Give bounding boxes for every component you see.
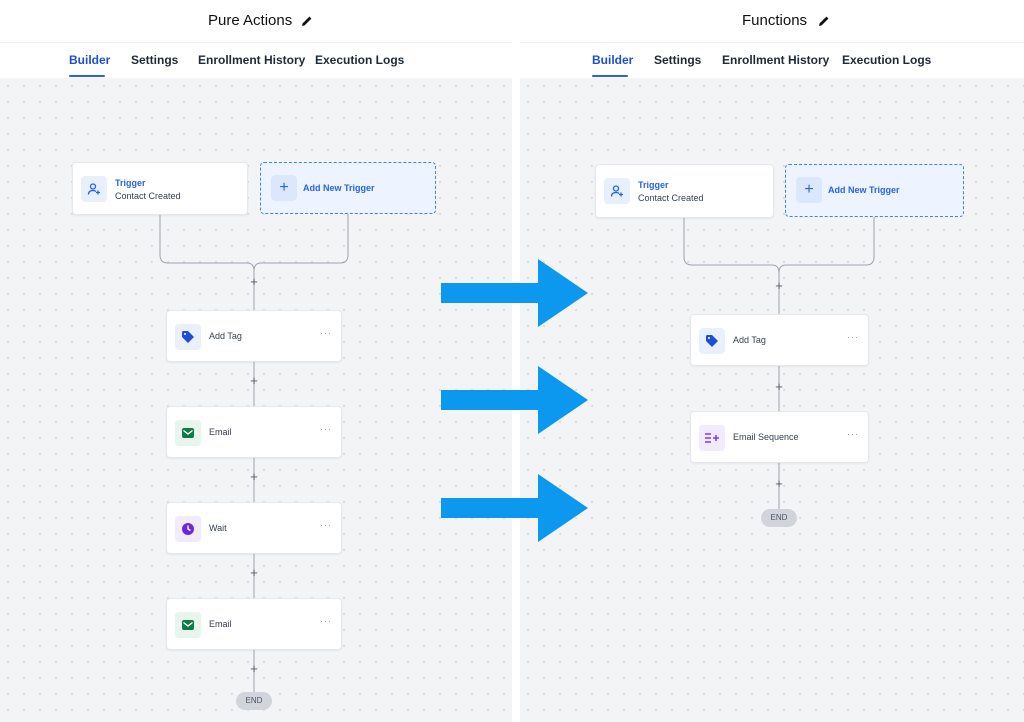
end-marker: END bbox=[761, 509, 797, 527]
connector-lines bbox=[683, 216, 875, 510]
trigger-subtitle: Contact Created bbox=[638, 193, 704, 203]
add-step-button[interactable]: + bbox=[250, 469, 258, 484]
tab-builder[interactable]: Builder bbox=[69, 53, 111, 67]
more-options-icon[interactable]: ··· bbox=[320, 328, 332, 338]
action-label: Email bbox=[209, 619, 232, 629]
left-workflow-panel: Pure Actions Builder Settings Enrollment… bbox=[0, 0, 512, 722]
plus-icon: + bbox=[271, 175, 297, 201]
title-bar: Pure Actions bbox=[0, 0, 512, 42]
add-step-button[interactable]: + bbox=[250, 373, 258, 388]
right-arrow-icon bbox=[441, 366, 588, 434]
action-card-add-tag[interactable]: Add Tag ··· bbox=[166, 310, 342, 362]
add-step-button[interactable]: + bbox=[775, 278, 783, 293]
more-options-icon[interactable]: ··· bbox=[320, 424, 332, 434]
clock-icon bbox=[175, 516, 201, 542]
trigger-card[interactable]: Trigger Contact Created bbox=[72, 162, 248, 215]
email-icon bbox=[175, 612, 201, 638]
action-label: Add Tag bbox=[209, 331, 242, 341]
add-step-button[interactable]: + bbox=[775, 476, 783, 491]
action-card-email[interactable]: Email ··· bbox=[166, 406, 342, 458]
add-new-trigger-button[interactable]: + Add New Trigger bbox=[260, 162, 436, 214]
add-new-trigger-button[interactable]: + Add New Trigger bbox=[785, 164, 964, 217]
action-label: Wait bbox=[209, 523, 227, 533]
trigger-title: Trigger bbox=[115, 178, 146, 188]
more-options-icon[interactable]: ··· bbox=[847, 332, 859, 342]
add-trigger-label: Add New Trigger bbox=[303, 183, 375, 193]
add-trigger-label: Add New Trigger bbox=[828, 185, 900, 195]
more-options-icon[interactable]: ··· bbox=[320, 616, 332, 626]
add-user-icon bbox=[81, 176, 107, 202]
action-card-email[interactable]: Email ··· bbox=[166, 598, 342, 650]
action-label: Add Tag bbox=[733, 335, 766, 345]
workflow-canvas[interactable]: Trigger Contact Created + Add New Trigge… bbox=[520, 78, 1024, 722]
action-card-wait[interactable]: Wait ··· bbox=[166, 502, 342, 554]
edit-pencil-icon[interactable] bbox=[301, 15, 313, 27]
more-options-icon[interactable]: ··· bbox=[847, 429, 859, 439]
active-tab-indicator bbox=[69, 75, 105, 77]
tab-bar: Builder Settings Enrollment History Exec… bbox=[520, 42, 1024, 79]
add-step-button[interactable]: + bbox=[250, 661, 258, 676]
action-label: Email Sequence bbox=[733, 432, 799, 442]
sequence-icon bbox=[699, 425, 725, 451]
tab-enrollment-history[interactable]: Enrollment History bbox=[722, 53, 830, 67]
tab-execution-logs[interactable]: Execution Logs bbox=[842, 53, 932, 67]
add-step-button[interactable]: + bbox=[250, 274, 258, 289]
right-workflow-panel: Functions Builder Settings Enrollment Hi… bbox=[520, 0, 1024, 722]
plus-icon: + bbox=[796, 177, 822, 203]
active-tab-indicator bbox=[592, 75, 628, 77]
add-user-icon bbox=[604, 178, 630, 204]
email-icon bbox=[175, 420, 201, 446]
tab-bar: Builder Settings Enrollment History Exec… bbox=[0, 42, 512, 79]
edit-pencil-icon[interactable] bbox=[818, 15, 830, 27]
right-arrow-icon bbox=[441, 259, 588, 327]
tag-icon bbox=[175, 324, 201, 350]
end-marker: END bbox=[236, 692, 272, 710]
tab-settings[interactable]: Settings bbox=[654, 53, 702, 67]
tab-builder[interactable]: Builder bbox=[592, 53, 634, 67]
connector-lines bbox=[159, 214, 349, 692]
trigger-subtitle: Contact Created bbox=[115, 191, 181, 201]
trigger-card[interactable]: Trigger Contact Created bbox=[595, 164, 774, 218]
action-label: Email bbox=[209, 427, 232, 437]
tab-enrollment-history[interactable]: Enrollment History bbox=[198, 53, 306, 67]
more-options-icon[interactable]: ··· bbox=[320, 520, 332, 530]
tab-execution-logs[interactable]: Execution Logs bbox=[315, 53, 405, 67]
title-bar: Functions bbox=[520, 0, 1024, 42]
workflow-canvas[interactable]: Trigger Contact Created + Add New Trigge… bbox=[0, 78, 512, 722]
action-card-add-tag[interactable]: Add Tag ··· bbox=[690, 314, 869, 366]
workflow-title: Functions bbox=[742, 12, 808, 29]
add-step-button[interactable]: + bbox=[775, 379, 783, 394]
trigger-title: Trigger bbox=[638, 180, 669, 190]
workflow-title: Pure Actions bbox=[208, 12, 293, 29]
right-arrow-icon bbox=[441, 474, 588, 542]
add-step-button[interactable]: + bbox=[250, 565, 258, 580]
tab-settings[interactable]: Settings bbox=[131, 53, 179, 67]
tag-icon bbox=[699, 328, 725, 354]
action-card-email-sequence[interactable]: Email Sequence ··· bbox=[690, 411, 869, 463]
